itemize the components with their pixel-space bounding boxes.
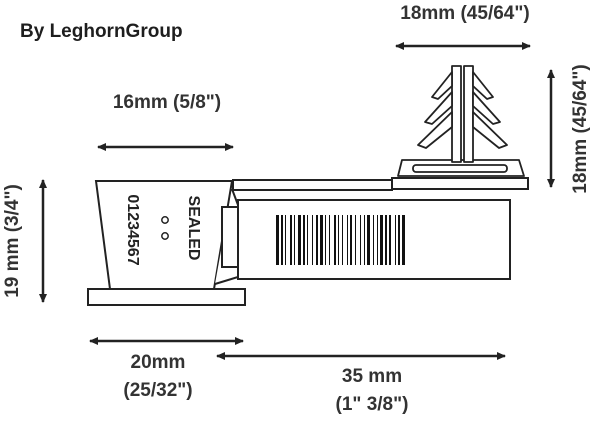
barcode-bar — [298, 215, 301, 265]
left-height-label: 19 mm (3/4") — [2, 184, 23, 298]
seal-head-hole-top — [161, 216, 169, 224]
barcode-bar — [312, 215, 313, 265]
barcode-bar — [329, 215, 330, 265]
barcode — [276, 215, 405, 265]
seal-neck-block — [221, 206, 239, 268]
seal-base-plate — [87, 288, 246, 306]
barcode-bar — [303, 215, 305, 265]
barcode-bar — [402, 215, 405, 265]
barcode-bar — [347, 215, 348, 265]
barcode-bar — [380, 215, 383, 265]
tail-strip-upper — [232, 179, 393, 191]
barcode-bar — [360, 215, 361, 265]
tail-length-label-line2: (1" 3/8") — [335, 394, 409, 415]
sealed-text: SEALED — [185, 195, 202, 261]
seal-head-hole-bottom — [161, 232, 169, 240]
barcode-bar — [395, 215, 396, 265]
barcode-bar — [342, 215, 343, 265]
brand-label: By LeghornGroup — [20, 21, 183, 42]
locking-clip — [397, 65, 525, 177]
barcode-bar — [338, 215, 339, 265]
barcode-bar — [398, 215, 400, 265]
barcode-bar — [377, 215, 378, 265]
barcode-bar — [364, 215, 365, 265]
barcode-bar — [281, 215, 283, 265]
barcode-bar — [276, 215, 279, 265]
barcode-bar — [316, 215, 318, 265]
barcode-bar — [285, 215, 286, 265]
barcode-bar — [385, 215, 387, 265]
barcode-bar — [325, 215, 326, 265]
barcode-bar — [350, 215, 352, 265]
tail-upper-rail — [391, 177, 529, 190]
barcode-bar — [307, 215, 308, 265]
barcode-bar — [367, 215, 370, 265]
barcode-bar — [320, 215, 323, 265]
base-width-label-line1: 20mm — [130, 352, 186, 373]
barcode-bar — [334, 215, 336, 265]
barcode-bar — [389, 215, 391, 265]
top-width-label: 18mm (45/64") — [400, 3, 530, 24]
barcode-bar — [290, 215, 292, 265]
right-height-label: 18mm (45/64") — [570, 64, 591, 194]
serial-number-text: 01234567 — [124, 194, 141, 266]
head-width-label: 16mm (5/8") — [112, 92, 222, 113]
barcode-bar — [294, 215, 295, 265]
barcode-bar — [355, 215, 356, 265]
tail-length-label-line1: 35 mm — [341, 366, 403, 387]
barcode-bar — [373, 215, 374, 265]
base-width-label-line2: (25/32") — [123, 380, 193, 401]
